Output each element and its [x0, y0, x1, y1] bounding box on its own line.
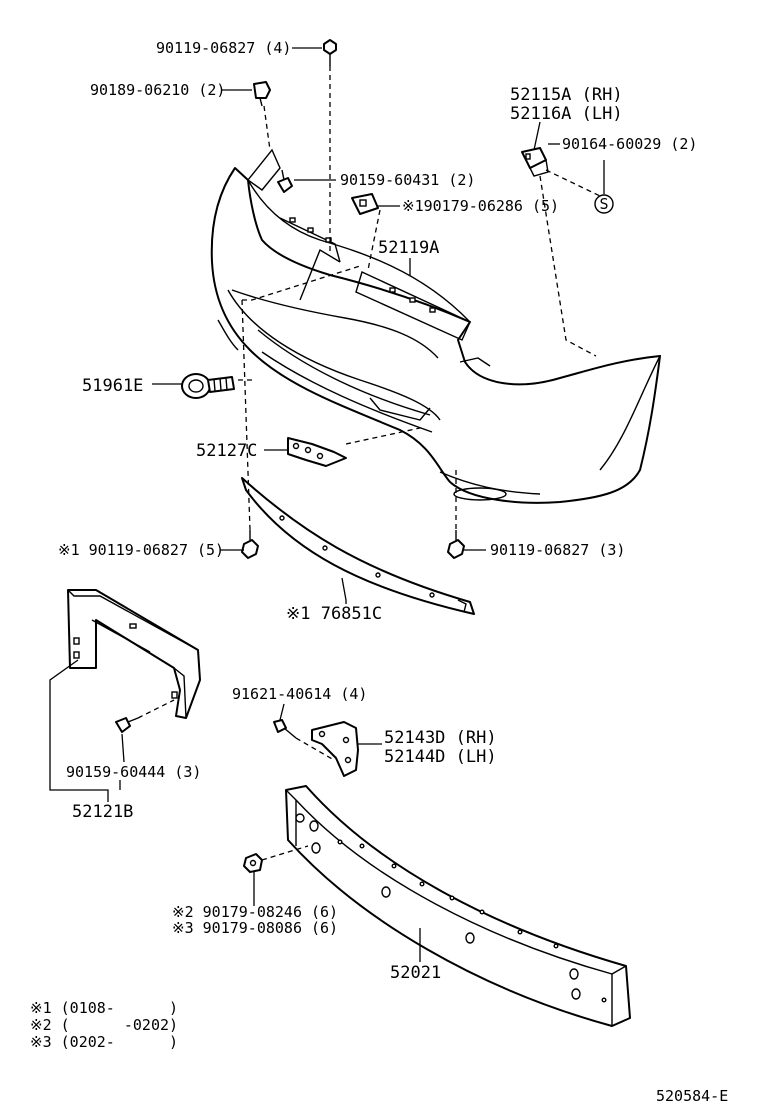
nut-clip: [351, 193, 379, 215]
center-bracket: [287, 437, 347, 467]
label-hook-part: 51961E: [82, 376, 143, 396]
label-bracket-bolt: 91621-40614 (4): [232, 685, 367, 703]
label-bracket-part: 52127C: [196, 441, 257, 461]
label-bolt-lower-right: 90119-06827 (3): [490, 541, 625, 559]
screw-plate: [115, 717, 139, 733]
label-nut-clip: ※190179-06286 (5): [402, 197, 559, 215]
license-plate-bracket: [67, 589, 201, 719]
bolt-top: [323, 39, 337, 66]
label-reinforcement-part: 52021: [390, 963, 441, 983]
side-retainer: [521, 147, 549, 177]
diagram-id: 520584-E: [656, 1087, 728, 1105]
note-1: ※1 (0108- ): [30, 999, 178, 1017]
note-2: ※2 ( -0202): [30, 1016, 178, 1034]
label-absorber-part: ※1 76851C: [286, 604, 382, 624]
bracket-bolt: [273, 719, 297, 739]
label-retainer-lh: 52116A (LH): [510, 104, 623, 124]
bolt-lower-left: [241, 530, 259, 559]
label-retainer-rh: 52115A (RH): [510, 85, 623, 105]
bumper-reinforcement: [285, 785, 631, 1027]
label-screw-retainer: 90164-60029 (2): [562, 135, 697, 153]
energy-absorber: [241, 477, 475, 615]
footnotes: ※1 (0108- ) ※2 ( -0202) ※3 (0202- ): [30, 999, 178, 1051]
bumper-cover: [210, 148, 662, 504]
note-3: ※3 (0202- ): [30, 1033, 178, 1051]
label-nut-2: ※2 90179-08246 (6): [172, 903, 338, 921]
label-clip-top: 90189-06210 (2): [90, 81, 225, 99]
nut-reinforcement: [243, 853, 263, 873]
clip-top: [253, 81, 271, 107]
label-bolt-top: 90119-06827 (4): [156, 39, 291, 57]
label-bolt-lower-left: ※1 90119-06827 (5): [58, 541, 224, 559]
label-plate-part: 52121B: [72, 802, 133, 822]
service-symbol: S: [599, 195, 608, 213]
label-support-rh: 52143D (RH): [384, 728, 497, 748]
label-cover-part: 52119A: [378, 238, 439, 258]
tow-hook: [181, 373, 235, 399]
screw-bumper: [277, 169, 293, 193]
callout-labels: 90119-06827 (4) 90189-06210 (2) 52115A (…: [58, 39, 697, 983]
label-support-lh: 52144D (LH): [384, 747, 497, 767]
bolt-lower-right: [447, 530, 465, 559]
label-screw-plate: 90159-60444 (3): [66, 763, 201, 781]
service-symbol-mark: S: [594, 194, 614, 214]
installation-lines: [137, 66, 601, 861]
bumper-support: [311, 721, 359, 777]
label-nut-3: ※3 90179-08086 (6): [172, 919, 338, 937]
label-screw-bumper: 90159-60431 (2): [340, 171, 475, 189]
leader-lines: [49, 47, 605, 962]
